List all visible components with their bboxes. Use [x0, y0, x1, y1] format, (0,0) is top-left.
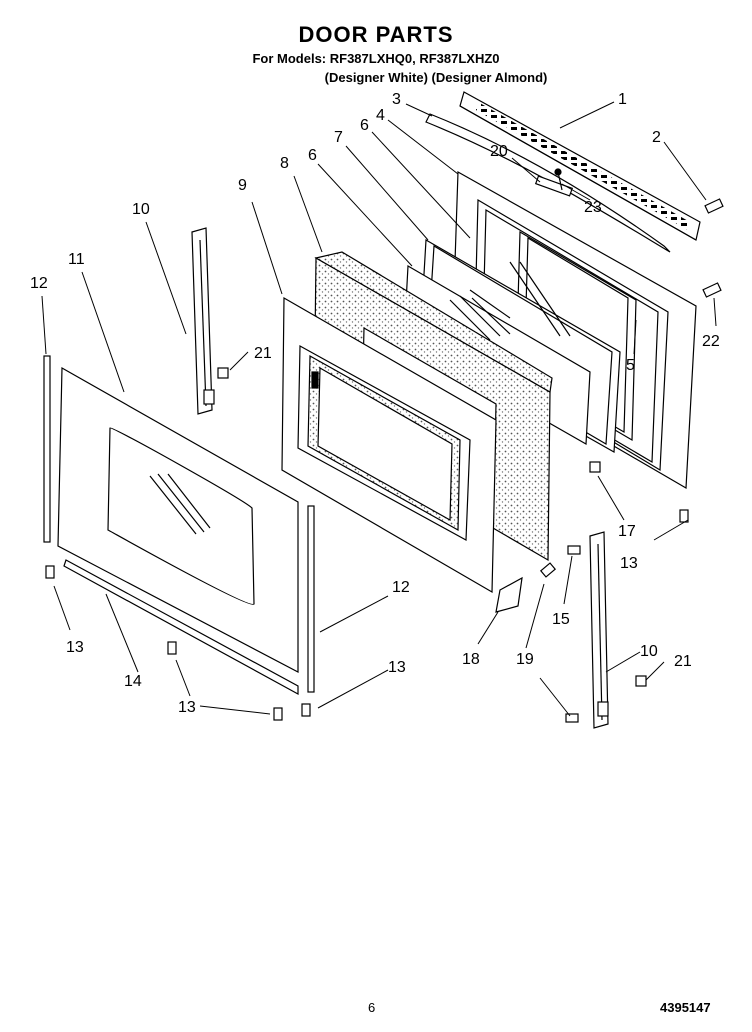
clip-part-17: [589, 461, 601, 473]
callout-13-right: 13: [620, 555, 638, 572]
callout-9: 9: [238, 177, 247, 194]
callout-22: 22: [702, 333, 720, 350]
callout-1: 1: [618, 91, 627, 108]
outer-door-glass-part: [57, 366, 299, 673]
screw-part-15: [567, 545, 581, 555]
callout-2: 2: [652, 129, 661, 146]
callout-15: 15: [552, 611, 570, 628]
bottom-trim-part: [63, 559, 299, 696]
handle-strip-part: [425, 113, 671, 253]
hinge-channel-left-part: [191, 227, 215, 415]
model-numbers: For Models: RF387LXHQ0, RF387LXHZ0: [252, 51, 500, 66]
callout-8: 8: [280, 155, 289, 172]
callout-13-mid: 13: [388, 659, 406, 676]
callout-21-left: 21: [254, 345, 272, 362]
side-trim-right-part: [307, 505, 315, 693]
callout-10-left: 10: [132, 201, 150, 218]
screw-part-13-right: [565, 713, 579, 723]
callout-12-left: 12: [30, 275, 48, 292]
callout-labels: 1 2 3 4 6 7 6 8 9 10 11 12 20 23 22 5 21…: [30, 91, 720, 716]
callout-17: 17: [618, 523, 636, 540]
hinge-channel-right-part: [589, 531, 609, 729]
callout-13-left: 13: [66, 639, 84, 656]
clip-part-21-left: [217, 367, 229, 379]
page-number: 6: [368, 1000, 376, 1015]
callout-21-right: 21: [674, 653, 692, 670]
callout-5: 5: [626, 357, 635, 374]
screw-part-19: [539, 562, 557, 578]
callout-7: 7: [334, 129, 343, 146]
model-variants: (Designer White) (Designer Almond): [324, 70, 548, 85]
callout-6-lower: 6: [308, 147, 317, 164]
callout-6-top: 6: [360, 117, 369, 134]
side-trim-left-part: [43, 355, 51, 543]
callout-13-bottom: 13: [178, 699, 196, 716]
screw-part-13: [45, 509, 689, 721]
callout-20: 20: [490, 143, 508, 160]
screw-part-23: [554, 168, 563, 191]
leader-lines: [41, 101, 717, 717]
callout-4: 4: [376, 107, 385, 124]
screw-part-22: [702, 282, 722, 298]
door-liner-part: [281, 296, 497, 594]
page-title: DOOR PARTS: [298, 22, 454, 47]
screw-part-2: [704, 198, 724, 214]
clip-part-21-right: [635, 675, 647, 687]
document-number: 4395147: [660, 1000, 711, 1015]
callout-12-right: 12: [392, 579, 410, 596]
callout-11: 11: [68, 251, 85, 268]
callout-14: 14: [124, 673, 142, 690]
callout-10-right: 10: [640, 643, 658, 660]
hinge-bracket-part-18: [495, 576, 523, 613]
callout-3: 3: [392, 91, 401, 108]
callout-18: 18: [462, 651, 480, 668]
vent-trim-part: [459, 91, 701, 241]
callout-19: 19: [516, 651, 534, 668]
callout-23: 23: [584, 199, 602, 216]
